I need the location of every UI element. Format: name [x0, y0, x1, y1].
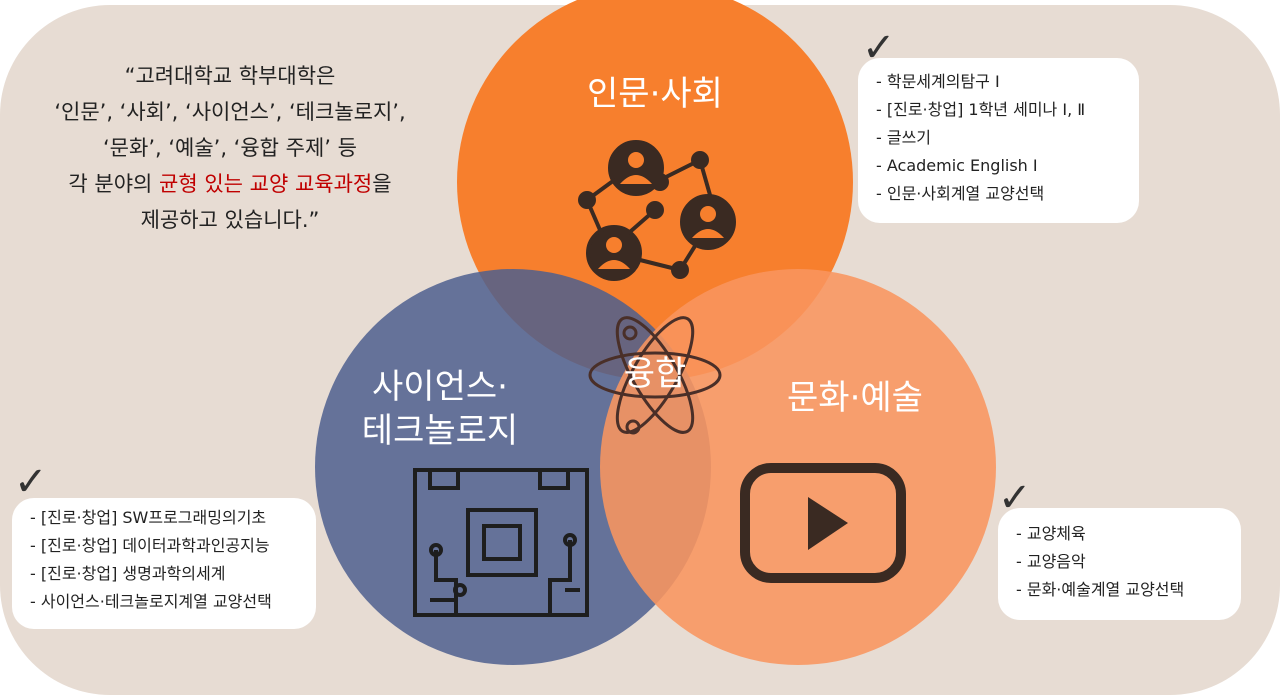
course-item: - [진로·창업] SW프로그래밍의기초	[30, 508, 267, 527]
quote-line: ‘인문’, ‘사회’, ‘사이언스’, ‘테크놀로지’,	[54, 100, 406, 124]
quote-text: 을	[372, 172, 392, 196]
quote-highlight: 균형 있는 교양 교육과정	[159, 172, 373, 196]
people-network-icon	[578, 140, 736, 281]
course-item: - 문화·예술계열 교양선택	[1016, 580, 1185, 599]
course-item: - 학문세계의탐구 Ⅰ	[876, 72, 1000, 91]
quote-line: 제공하고 있습니다.”	[140, 208, 320, 232]
course-item: - 사이언스·테크놀로지계열 교양선택	[30, 592, 272, 611]
circuit-board-icon	[413, 468, 589, 617]
course-item: - 인문·사회계열 교양선택	[876, 184, 1045, 203]
quote-line: 각 분야의 균형 있는 교양 교육과정을	[10, 166, 450, 202]
humanities-title: 인문·사회	[587, 74, 723, 114]
course-item: - Academic English Ⅰ	[876, 156, 1038, 175]
culture-course-box: - 교양체육 - 교양음악 - 문화·예술계열 교양선택	[998, 508, 1241, 620]
venn-diagram	[315, 0, 996, 665]
course-item: - [진로·창업] 생명과학의세계	[30, 564, 226, 583]
science-title: 사이언스· 테크놀로지	[330, 365, 550, 453]
quote-line: “고려대학교 학부대학은	[124, 64, 336, 88]
humanities-course-box: - 학문세계의탐구 Ⅰ - [진로·창업] 1학년 세미나 Ⅰ, Ⅱ - 글쓰기…	[858, 58, 1139, 223]
course-item: - 교양체육	[1016, 524, 1086, 543]
course-item: - 교양음악	[1016, 552, 1086, 571]
check-icon: ✓	[14, 459, 48, 505]
quote-text: 각 분야의	[68, 172, 160, 196]
culture-title: 문화·예술	[787, 378, 923, 418]
course-item: - [진로·창업] 데이터과학과인공지능	[30, 536, 270, 555]
quote-line: ‘문화’, ‘예술’, ‘융합 주제’ 등	[103, 136, 357, 160]
science-title-line: 테크놀로지	[361, 411, 519, 451]
course-item: - 글쓰기	[876, 128, 932, 147]
atom-icon	[588, 316, 722, 435]
intro-quote: “고려대학교 학부대학은 ‘인문’, ‘사회’, ‘사이언스’, ‘테크놀로지’…	[10, 58, 450, 238]
convergence-title: 융합	[623, 354, 687, 394]
course-item: - [진로·창업] 1학년 세미나 Ⅰ, Ⅱ	[876, 100, 1086, 119]
science-title-line: 사이언스·	[372, 367, 508, 407]
play-button-icon	[740, 463, 906, 583]
science-course-box: - [진로·창업] SW프로그래밍의기초 - [진로·창업] 데이터과학과인공지…	[12, 498, 316, 629]
